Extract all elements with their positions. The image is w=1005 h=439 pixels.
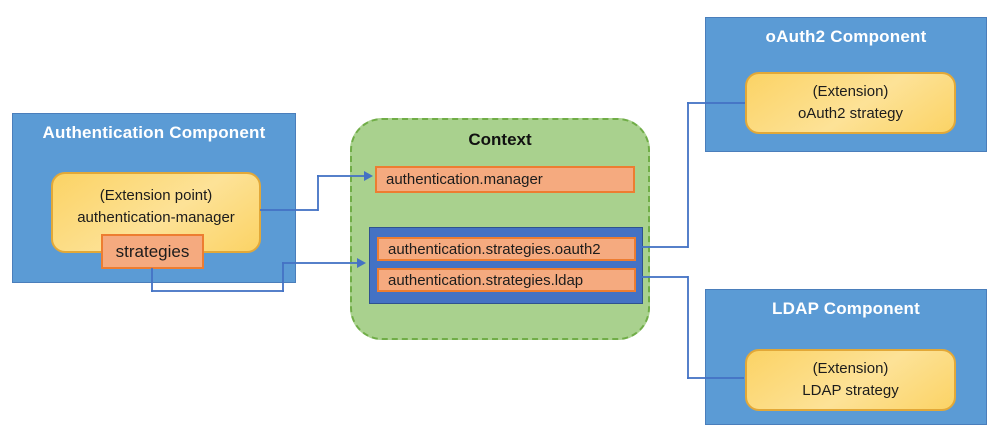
connector-strategies-segment [151, 268, 153, 292]
oauth2-extension-line1: (Extension) [812, 83, 889, 100]
connector-manager-arrowhead-icon [364, 171, 373, 181]
connector-strategies-segment [151, 290, 284, 292]
ldap-extension-box: (Extension) LDAP strategy [745, 349, 956, 411]
context-entry-authentication-manager: authentication.manager [375, 166, 635, 193]
connector-manager-segment [260, 209, 318, 211]
oauth2-extension-line2: oAuth2 strategy [797, 105, 904, 122]
oauth2-extension-box: (Extension) oAuth2 strategy [745, 72, 956, 134]
strategies-container: authentication.strategies.oauth2 authent… [369, 227, 643, 304]
authentication-component-box: Authentication Component (Extension poin… [12, 113, 296, 283]
connector-strategies-segment [282, 262, 357, 264]
ldap-component-title: LDAP Component [772, 299, 920, 318]
context-box: Context authentication.manager authentic… [350, 118, 650, 340]
extension-point-line2: authentication-manager [77, 208, 235, 226]
connector-manager-segment [317, 175, 319, 211]
connector-manager-segment [317, 175, 364, 177]
connector-ldap-segment [687, 377, 744, 379]
context-title: Context [468, 130, 532, 149]
extension-point-line1: (Extension point) [99, 186, 213, 204]
oauth2-component-box: oAuth2 Component (Extension) oAuth2 stra… [705, 17, 987, 152]
connector-oauth2-segment [641, 246, 688, 248]
context-entry-strategies-oauth2: authentication.strategies.oauth2 [377, 237, 636, 261]
strategies-box: strategies [101, 234, 204, 269]
connector-oauth2-segment [687, 102, 689, 248]
context-entry-strategies-ldap: authentication.strategies.ldap [377, 268, 636, 292]
connector-ldap-segment [641, 276, 688, 278]
ldap-extension-line1: (Extension) [812, 360, 889, 377]
connector-oauth2-segment [687, 102, 745, 104]
authentication-component-title: Authentication Component [42, 123, 266, 142]
connector-strategies-segment [282, 262, 284, 292]
connector-strategies-arrowhead-icon [357, 258, 366, 268]
ldap-extension-line2: LDAP strategy [802, 382, 899, 399]
ldap-component-box: LDAP Component (Extension) LDAP strategy [705, 289, 987, 425]
connector-ldap-segment [687, 276, 689, 379]
oauth2-component-title: oAuth2 Component [765, 27, 927, 46]
